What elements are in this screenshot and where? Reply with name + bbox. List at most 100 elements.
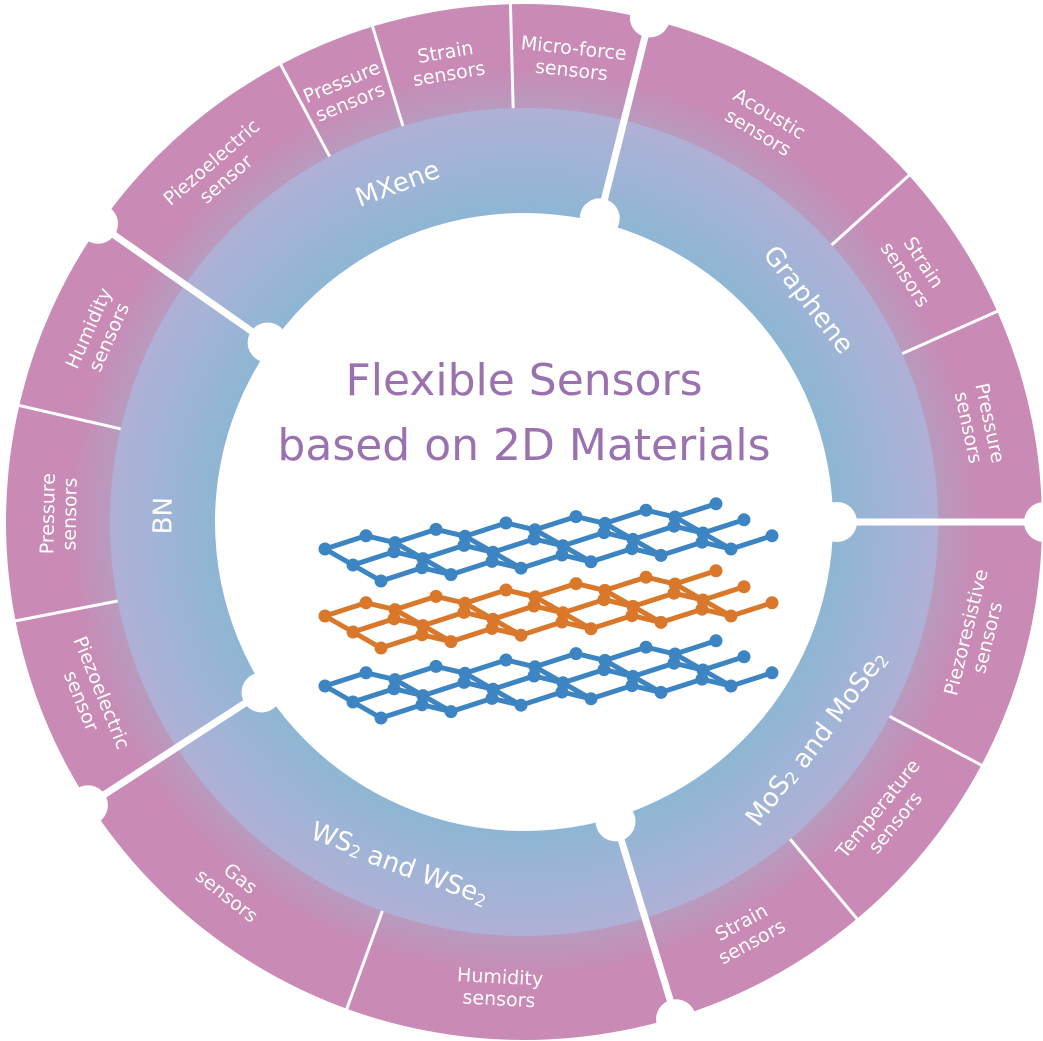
bond <box>560 530 607 549</box>
atom <box>387 612 401 626</box>
sub-divider <box>344 910 384 1012</box>
inner-node <box>817 502 857 542</box>
bond <box>602 507 649 526</box>
bond <box>532 581 579 600</box>
atom <box>457 605 471 619</box>
sub-divider <box>278 62 331 158</box>
atom <box>654 615 668 629</box>
atom <box>597 593 611 607</box>
atom <box>569 647 583 661</box>
inner-node <box>579 198 620 239</box>
atom <box>527 599 541 613</box>
atom <box>387 545 401 559</box>
atom <box>625 542 639 556</box>
atom <box>709 634 723 648</box>
inner-node <box>247 322 288 363</box>
bond <box>322 600 369 619</box>
bond <box>420 679 467 699</box>
bond <box>420 542 467 562</box>
atom <box>374 641 388 655</box>
atom <box>639 640 653 654</box>
bond <box>392 593 439 613</box>
bond <box>518 552 565 571</box>
bond <box>728 533 775 552</box>
atom <box>737 513 751 527</box>
atom <box>514 561 528 575</box>
bond <box>378 632 425 651</box>
sensor-label-line: Pressure <box>36 473 59 555</box>
atom <box>514 628 528 642</box>
atom <box>724 679 738 693</box>
bond <box>518 689 565 708</box>
bond <box>658 539 705 558</box>
sub-divider <box>370 24 405 127</box>
atom <box>654 548 668 562</box>
atom <box>667 656 681 670</box>
lattice-layer-middle <box>318 564 779 655</box>
atom <box>569 577 583 591</box>
material-name: BN <box>148 497 179 535</box>
atom <box>555 548 569 562</box>
bond <box>728 600 775 619</box>
bond <box>532 514 579 533</box>
atom <box>346 695 360 709</box>
atom <box>737 650 751 664</box>
atom <box>499 516 513 530</box>
bond <box>588 546 635 565</box>
bond <box>658 676 705 695</box>
atom <box>499 653 513 667</box>
title-line-2: based on 2D Materials <box>277 420 770 471</box>
bond <box>560 597 607 616</box>
atom <box>527 669 541 683</box>
atom <box>737 580 751 594</box>
major-divider <box>97 222 275 349</box>
atom <box>569 510 583 524</box>
atom <box>625 609 639 623</box>
bond <box>462 520 509 539</box>
bond <box>672 568 719 587</box>
bond <box>350 549 397 568</box>
bond <box>490 536 537 555</box>
atom <box>765 529 779 543</box>
sub-divider <box>508 2 515 109</box>
atom <box>457 675 471 689</box>
sub-divider <box>901 309 1000 355</box>
atom <box>359 529 373 543</box>
atom <box>359 666 373 680</box>
outer-node <box>629 0 670 38</box>
atom <box>444 568 458 582</box>
outer-node <box>67 785 108 826</box>
atom <box>597 663 611 677</box>
atom <box>318 679 332 693</box>
bond <box>462 587 509 606</box>
bond <box>518 619 565 638</box>
atom <box>499 583 513 597</box>
bond <box>700 584 747 603</box>
bond <box>448 558 495 578</box>
sub-divider <box>13 599 118 623</box>
bond <box>630 660 677 679</box>
atom <box>695 602 709 616</box>
atom <box>654 685 668 699</box>
bond <box>448 625 495 645</box>
atom <box>724 609 738 623</box>
atom <box>374 711 388 725</box>
atom <box>429 522 443 536</box>
bond <box>560 667 607 686</box>
atom <box>346 558 360 572</box>
bond <box>602 644 649 663</box>
atom <box>695 672 709 686</box>
atom <box>584 692 598 706</box>
outer-node <box>78 203 119 244</box>
bond <box>392 526 439 546</box>
atom <box>457 538 471 552</box>
atom <box>625 679 639 693</box>
atom <box>346 625 360 639</box>
bond <box>378 702 425 721</box>
lattice-layer-top <box>318 497 779 588</box>
material-label-bn: BN <box>148 497 179 535</box>
bond <box>588 613 635 632</box>
bond <box>630 590 677 609</box>
